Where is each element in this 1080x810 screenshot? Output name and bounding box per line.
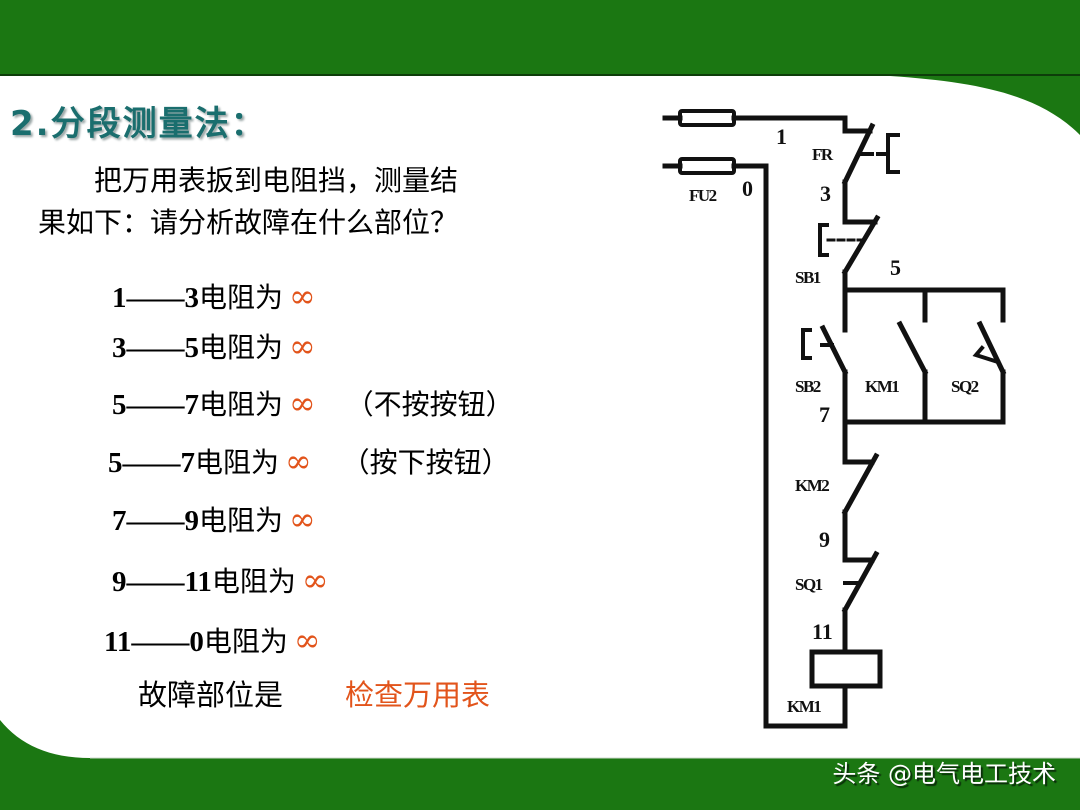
dash: —— [126, 282, 185, 314]
measurement-row: 11——0电阻为∞ [104, 620, 321, 660]
node-label-9: 9 [819, 527, 830, 552]
node-label-0: 0 [742, 176, 753, 201]
slide-title: 2.分段测量法： [10, 104, 267, 144]
to-node: 0 [189, 626, 204, 658]
to-node: 11 [184, 566, 212, 598]
from-node: 3 [112, 332, 127, 364]
from-node: 1 [112, 282, 127, 314]
km1-coil-label: KM1 [787, 697, 822, 716]
to-node: 7 [184, 389, 200, 421]
measurement-row: 3——5电阻为∞ [112, 326, 316, 366]
from-node: 5 [112, 389, 127, 421]
intro-paragraph: 把万用表扳到电阻挡，测量结 果如下：请分析故障在什么部位？ [38, 160, 578, 244]
to-node: 9 [184, 505, 200, 537]
resistance-label: 电阻为 [203, 625, 288, 658]
fuse-icon [678, 109, 736, 127]
infinity-value: ∞ [293, 621, 321, 659]
measurement-row: 5——7电阻为∞ （按下按钮） [108, 441, 510, 481]
node-label-11: 11 [812, 619, 833, 644]
node-label-7: 7 [819, 402, 830, 427]
measurement-row: 1——3电阻为∞ [112, 276, 316, 316]
measurement-row: 9——11电阻为∞ [112, 560, 329, 600]
measurement-note: （按下按钮） [341, 446, 510, 479]
dash: —— [131, 626, 190, 658]
answer-value: 检查万用表 [345, 678, 491, 712]
infinity-value: ∞ [301, 561, 329, 599]
resistance-label: 电阻为 [211, 565, 296, 598]
fuse-icon [678, 157, 736, 175]
sb2-label: SB2 [795, 377, 821, 396]
answer-label: 故障部位是 [138, 678, 284, 712]
resistance-label: 电阻为 [199, 388, 284, 421]
sq1-label: SQ1 [795, 575, 823, 594]
resistance-label: 电阻为 [199, 331, 284, 364]
measurement-row: 5——7电阻为∞ （不按按钮） [112, 383, 514, 423]
measurement-row: 7——9电阻为∞ [112, 499, 316, 539]
from-node: 7 [112, 505, 127, 537]
dash: —— [126, 566, 185, 598]
infinity-value: ∞ [289, 500, 316, 538]
dash: —— [126, 332, 185, 364]
sq2-label: SQ2 [951, 377, 979, 396]
dash: —— [122, 447, 181, 479]
to-node: 7 [180, 447, 196, 479]
intro-line-1: 把万用表扳到电阻挡，测量结 [94, 164, 459, 197]
resistance-label: 电阻为 [199, 504, 284, 537]
infinity-value: ∞ [289, 277, 316, 315]
dash: —— [126, 505, 185, 537]
resistance-label: 电阻为 [199, 281, 284, 314]
intro-line-2: 果如下：请分析故障在什么部位？ [38, 206, 459, 239]
from-node: 5 [108, 447, 123, 479]
km2-label: KM2 [795, 476, 830, 495]
answer-line: 故障部位是 检查万用表 [138, 672, 490, 714]
resistance-label: 电阻为 [195, 446, 280, 479]
infinity-value: ∞ [289, 384, 316, 422]
watermark: 头条 @电气电工技术 [832, 760, 1056, 788]
fu2-label: FU2 [689, 186, 717, 205]
infinity-value: ∞ [289, 327, 316, 365]
node-label-3: 3 [820, 181, 831, 206]
fr-label: FR [812, 145, 833, 164]
node-label-1: 1 [776, 124, 787, 149]
coil-icon [809, 649, 883, 689]
km1-contact-label: KM1 [865, 377, 900, 396]
to-node: 3 [184, 282, 200, 314]
measurement-note: （不按按钮） [345, 388, 514, 421]
from-node: 9 [112, 566, 127, 598]
from-node: 11 [104, 626, 132, 658]
node-label-5: 5 [890, 255, 901, 280]
to-node: 5 [184, 332, 200, 364]
infinity-value: ∞ [285, 442, 312, 480]
sb1-label: SB1 [795, 268, 821, 287]
dash: —— [126, 389, 185, 421]
